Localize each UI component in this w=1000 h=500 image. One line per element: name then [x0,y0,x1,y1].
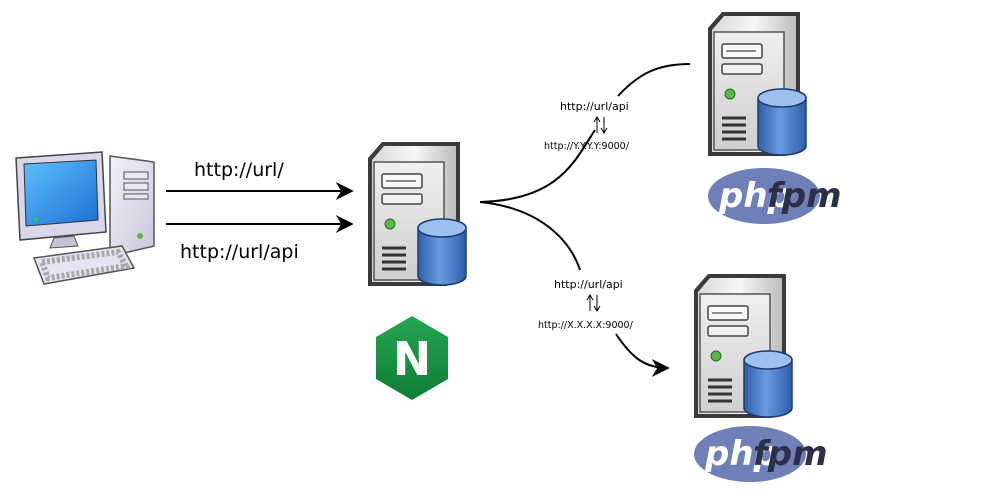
upstream-line-top-end [617,63,691,97]
upstream-bottom-address-label: http://X.X.X.X:9000/ [538,320,634,331]
upstream-line-bottom [479,201,581,271]
svg-text:N: N [393,332,432,386]
client-computer-icon [15,151,155,285]
upstream-top-url-label: http://url/api [560,100,629,113]
php-fpm-logo-top: php fpm [708,168,842,224]
svg-text:php: php [704,434,778,474]
nginx-logo: N [376,316,448,400]
upstream-bottom-bidirectional-arrows [586,294,601,312]
php-fpm-server-top-icon [706,10,808,158]
svg-text:fpm: fpm [753,434,828,474]
php-fpm-server-bottom-icon [692,272,794,420]
php-fpm-logo-bottom: php fpm [694,426,828,482]
svg-text:fpm: fpm [767,176,842,216]
upstream-top-address-label: http://Y.Y.Y.Y:9000/ [544,141,630,152]
svg-text:php: php [718,176,792,216]
request-label-api: http://url/api [180,241,299,263]
upstream-line-bottom-end [615,333,670,377]
proxy-server-icon [366,140,468,288]
upstream-line-top [479,129,596,203]
upstream-top-bidirectional-arrows [593,116,608,134]
upstream-bottom-url-label: http://url/api [554,278,623,291]
request-label-root: http://url/ [194,159,284,181]
